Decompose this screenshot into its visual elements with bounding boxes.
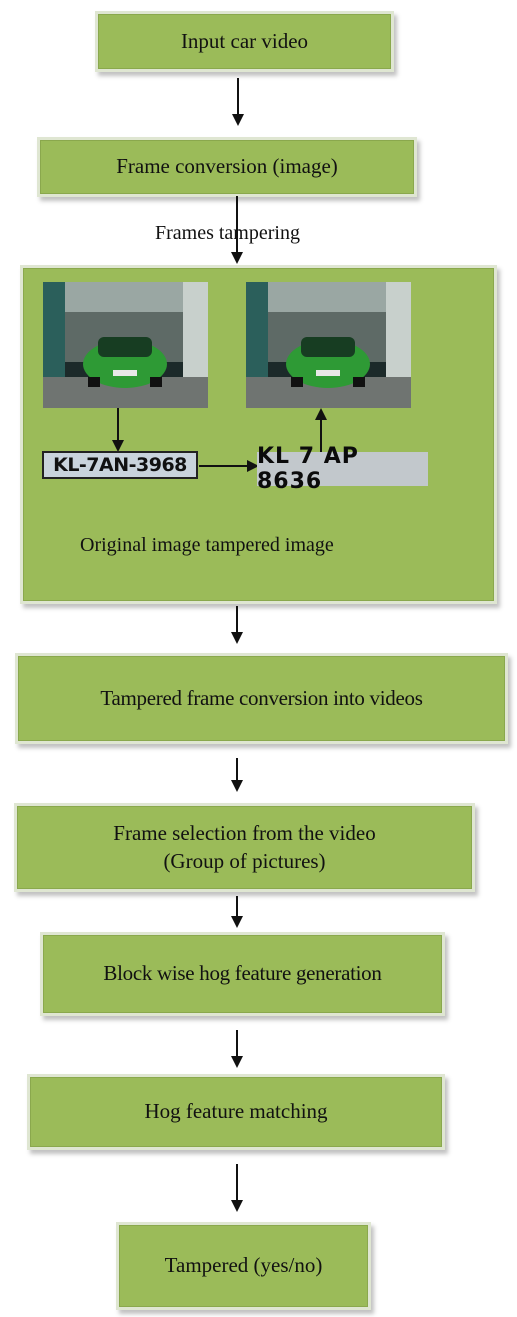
original-plate: KL-7AN-3968 bbox=[42, 451, 198, 479]
images-caption: Original image tampered image bbox=[80, 534, 334, 556]
arrow-5 bbox=[231, 896, 243, 928]
arrow-plate-to-plate bbox=[199, 460, 259, 472]
tampered-conversion-label: Tampered frame conversion into videos bbox=[100, 685, 423, 710]
frame-conversion-box: Frame conversion (image) bbox=[40, 140, 414, 194]
result-box: Tampered (yes/no) bbox=[119, 1225, 368, 1307]
frame-conversion-label: Frame conversion (image) bbox=[116, 154, 338, 179]
arrow-plate-to-tampered bbox=[315, 408, 327, 452]
frame-selection-line1: Frame selection from the video bbox=[113, 821, 376, 846]
frame-selection-line2: (Group of pictures) bbox=[163, 848, 326, 873]
hog-matching-box: Hog feature matching bbox=[30, 1077, 442, 1147]
input-video-label: Input car video bbox=[180, 28, 309, 53]
arrow-6 bbox=[231, 1030, 243, 1068]
arrow-3 bbox=[231, 606, 243, 644]
frames-tampering-label: Frames tampering bbox=[155, 222, 300, 244]
tampered-conversion-box: Tampered frame conversion into videos bbox=[18, 656, 505, 741]
tampered-plate: KL 7 AP 8636 bbox=[257, 444, 428, 494]
tampered-plate-text: KL 7 AP 8636 bbox=[257, 444, 359, 494]
hog-generation-label: Block wise hog feature generation bbox=[103, 961, 382, 986]
input-video-box: Input car video bbox=[98, 14, 391, 69]
hog-matching-label: Hog feature matching bbox=[144, 1099, 328, 1124]
result-label: Tampered (yes/no) bbox=[164, 1253, 323, 1278]
arrow-original-to-plate bbox=[112, 408, 124, 452]
tampered-car-image bbox=[246, 282, 411, 408]
frame-selection-box: Frame selection from the video (Group of… bbox=[17, 806, 472, 889]
original-car-image bbox=[43, 282, 208, 408]
arrow-1 bbox=[232, 78, 244, 126]
arrow-7 bbox=[231, 1164, 243, 1212]
arrow-2 bbox=[231, 196, 243, 264]
hog-generation-box: Block wise hog feature generation bbox=[43, 935, 442, 1013]
original-plate-text: KL-7AN-3968 bbox=[53, 454, 187, 476]
arrow-4 bbox=[231, 758, 243, 792]
